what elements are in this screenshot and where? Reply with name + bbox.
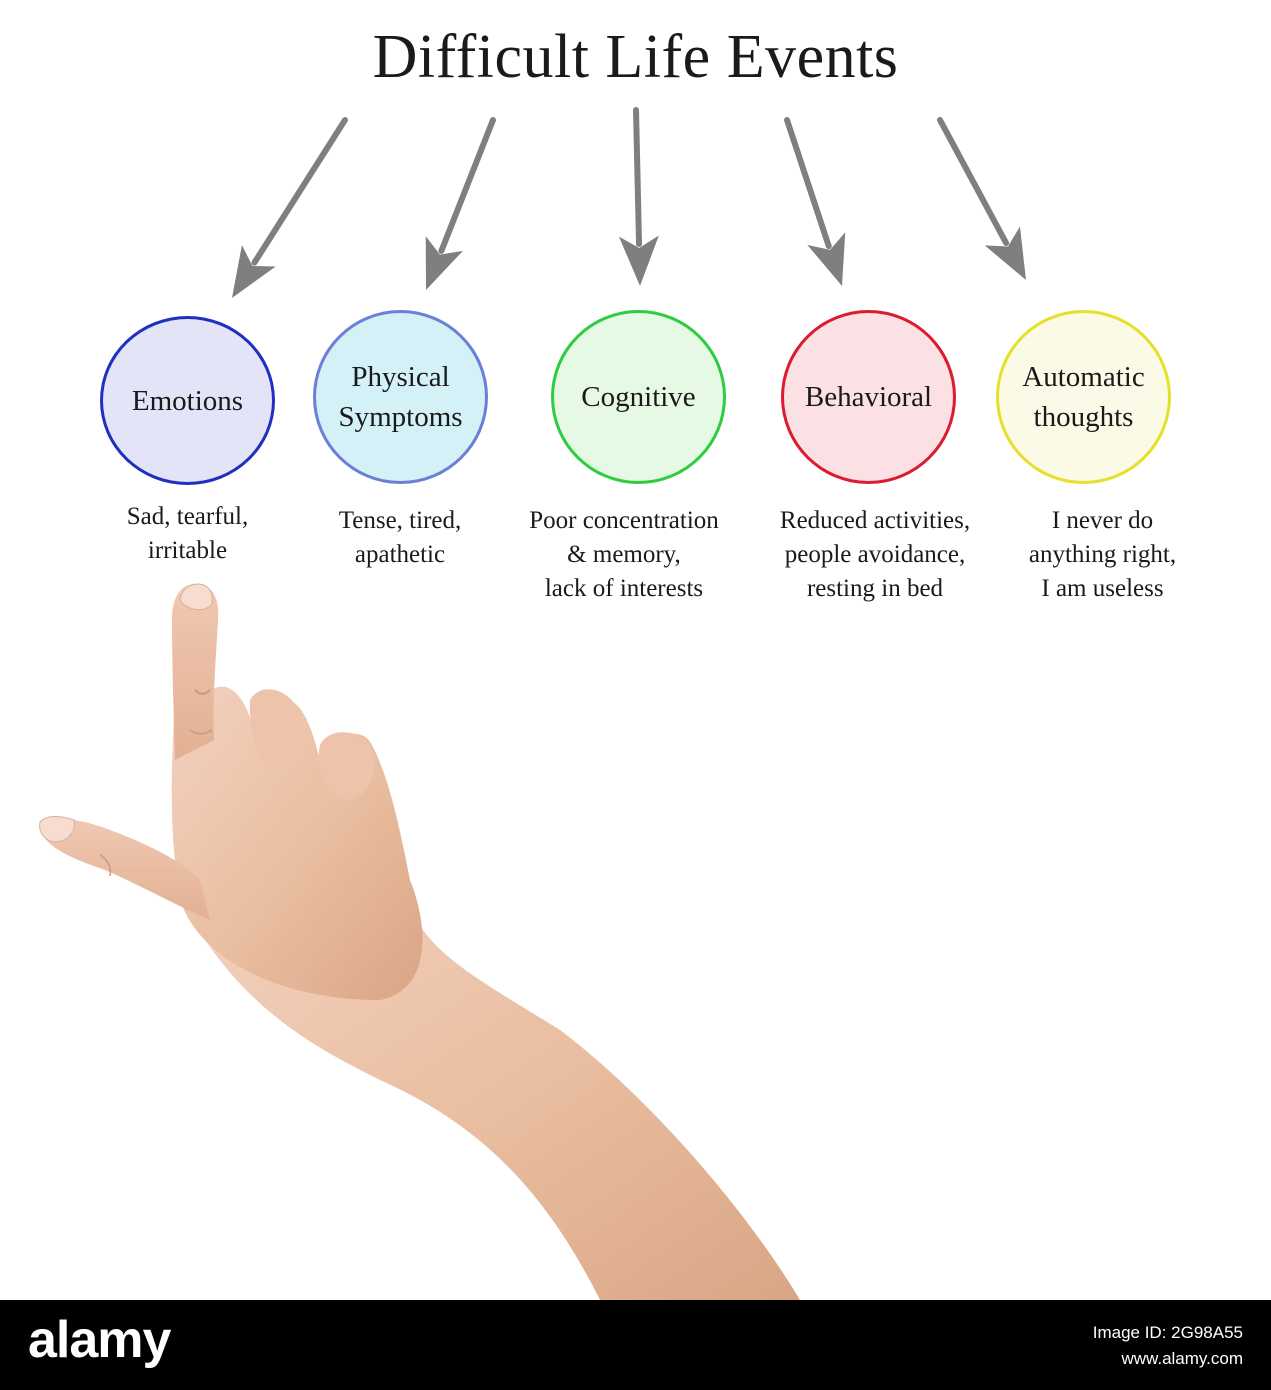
- desc-cognitive: Poor concentration & memory, lack of int…: [529, 507, 719, 602]
- desc-emotions: Sad, tearful, irritable: [126, 503, 249, 564]
- arrow-to-cognitive-head: [618, 235, 659, 286]
- arrow-to-cognitive: [618, 107, 659, 286]
- arrow-to-physical-symptoms-head: [425, 236, 463, 290]
- node-behavioral: Behavioral: [781, 310, 956, 484]
- arrow-to-physical-symptoms: [425, 117, 496, 290]
- alamy-logo: alamy: [28, 1311, 171, 1369]
- arrow-to-emotions-shaft: [251, 117, 348, 266]
- node-emotions-label: Emotions: [131, 384, 244, 417]
- arrow-to-behavioral: [784, 117, 846, 286]
- arrow-to-behavioral-shaft: [784, 117, 832, 250]
- node-behavioral-label: Behavioral: [804, 381, 933, 413]
- arrows-layer: [232, 107, 1026, 298]
- node-automatic-thoughts-label: Automatic thoughts: [1022, 361, 1145, 433]
- pointing-hand-photo: [39, 583, 800, 1300]
- node-physical-symptoms: Physical Symptoms: [313, 310, 488, 484]
- stock-footer: alamy Image ID: 2G98A55 www.alamy.com: [0, 1300, 1271, 1390]
- node-automatic-thoughts: Automatic thoughts: [996, 310, 1171, 484]
- node-cognitive: Cognitive: [551, 310, 726, 484]
- desc-automatic-thoughts: I never do anything right, I am useless: [1028, 507, 1177, 602]
- arrow-to-automatic-thoughts-shaft: [937, 117, 1010, 247]
- image-credit: Image ID: 2G98A55 www.alamy.com: [1093, 1320, 1243, 1372]
- arrow-to-automatic-thoughts: [937, 117, 1026, 280]
- site-url: www.alamy.com: [1121, 1349, 1243, 1368]
- arrow-to-cognitive-shaft: [633, 107, 643, 248]
- node-emotions: Emotions: [100, 316, 275, 485]
- node-physical-symptoms-label: Physical Symptoms: [338, 361, 463, 433]
- arrow-to-emotions-head: [232, 245, 276, 298]
- desc-physical-symptoms: Tense, tired, apathetic: [338, 507, 462, 568]
- diagram-title: Difficult Life Events: [372, 23, 899, 91]
- diagram-canvas: Difficult Life Events Emotions Physical …: [39, 23, 1177, 1300]
- arrow-to-physical-symptoms-shaft: [438, 117, 496, 254]
- image-id: Image ID: 2G98A55: [1092, 1323, 1243, 1342]
- arrow-to-behavioral-head: [807, 232, 846, 286]
- node-cognitive-label: Cognitive: [581, 381, 696, 413]
- arrow-to-automatic-thoughts-head: [984, 226, 1026, 280]
- desc-behavioral: Reduced activities, people avoidance, re…: [779, 507, 971, 602]
- arrow-to-emotions: [232, 117, 348, 298]
